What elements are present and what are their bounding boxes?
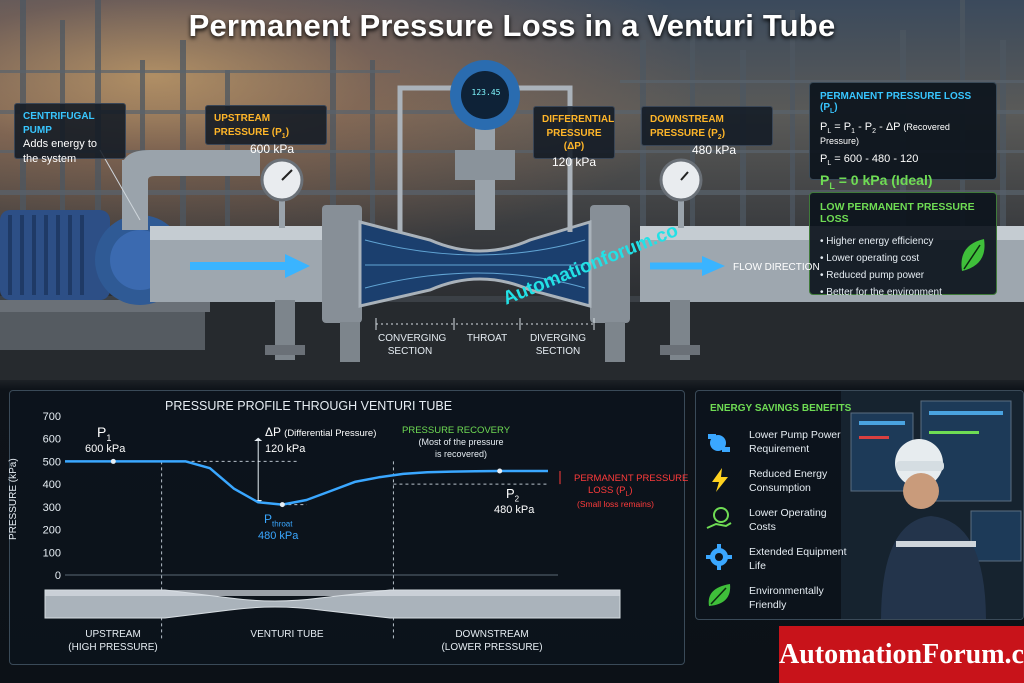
leaf-icon — [961, 239, 985, 271]
pump-icon — [708, 434, 730, 452]
benefits-head: ENERGY SAVINGS BENEFITS — [710, 403, 852, 414]
leaf-icon — [708, 584, 731, 606]
callout-upstream-pressure: UPSTREAM PRESSURE (P1) 600 kPa — [205, 105, 327, 156]
chart-p2-value: 480 kPa — [494, 504, 535, 516]
y-tick-label: 200 — [43, 525, 61, 537]
region-downstream-label: DOWNSTREAM(LOWER PRESSURE) — [441, 629, 543, 653]
callout-differential-pressure: DIFFERENTIAL PRESSURE (ΔP) 120 kPa — [533, 106, 615, 169]
callout-upstream-head: UPSTREAM PRESSURE (P1) — [214, 113, 290, 140]
low-loss-item-3: • Reduced pump power — [820, 270, 925, 281]
chart-pthroat-value: 480 kPa — [258, 530, 299, 542]
y-tick-label: 0 — [55, 570, 61, 582]
callout-pump-line-1: Adds energy to — [23, 138, 97, 150]
control-room-operator-illustration — [841, 391, 1023, 619]
venturi-tube-drawing — [44, 589, 621, 619]
chart-dp-label: ΔP (Differential Pressure) — [265, 425, 377, 439]
low-loss-item-1: • Higher energy efficiency — [820, 236, 934, 247]
chart-p2-label: P2 — [506, 486, 520, 504]
lightning-icon — [712, 468, 728, 492]
throat-marker — [279, 502, 285, 508]
pressure-curve — [65, 460, 548, 506]
brand-banner: AutomationForum.co — [779, 626, 1024, 683]
y-tick-label: 500 — [43, 456, 61, 468]
callout-dp-value: 120 kPa — [551, 154, 597, 169]
region-venturi-label: VENTURI TUBE — [250, 629, 324, 640]
callout-upstream-value: 600 kPa — [250, 141, 295, 156]
chart-title: PRESSURE PROFILE THROUGH VENTURI TUBE — [165, 399, 453, 413]
callout-pump-line-2: the system — [23, 152, 77, 165]
venturi-tube-highlight — [45, 590, 620, 596]
y-tick-label: 600 — [43, 434, 61, 446]
region-upstream-label: UPSTREAM(HIGH PRESSURE) — [68, 629, 158, 653]
chart-ppl-note: (Small loss remains) — [577, 499, 654, 509]
callout-centrifugal-pump: CENTRIFUGAL PUMP Adds energy to the syst… — [14, 103, 126, 165]
y-tick-label: 700 — [43, 411, 61, 423]
callout-downstream-value: 480 kPa — [692, 142, 737, 157]
callout-dp-head-2: PRESSURE (ΔP) — [546, 127, 602, 153]
p2-marker — [497, 468, 503, 474]
p1-marker — [110, 458, 116, 464]
ppl-panel-head: PERMANENT PRESSURE LOSS (PL) — [820, 91, 972, 115]
flow-direction-label: FLOW DIRECTION — [733, 262, 820, 273]
callout-downstream-head: DOWNSTREAM PRESSURE (P2) — [650, 114, 726, 141]
callout-dp-head-1: DIFFERENTIAL — [542, 114, 615, 125]
transmitter-display: 123.45 — [471, 88, 501, 97]
chart-p1-value: 600 kPa — [85, 443, 126, 455]
y-tick-label: 400 — [43, 479, 61, 491]
page-title: Permanent Pressure Loss in a Venturi Tub… — [188, 8, 836, 43]
callout-downstream-pressure: DOWNSTREAM PRESSURE (P2) 480 kPa — [641, 106, 773, 157]
callout-pump-head: CENTRIFUGAL PUMP — [23, 111, 95, 136]
chart-recovery-head: PRESSURE RECOVERY — [402, 425, 511, 436]
section-dimension-lines — [375, 318, 595, 330]
ppl-equation-3: PL = 0 kPa (Ideal) — [820, 172, 933, 192]
low-loss-panel: LOW PERMANENT PRESSURE LOSS • Higher ene… — [809, 192, 997, 298]
pressure-profile-chart-panel — [9, 390, 685, 665]
money-hand-icon — [706, 507, 732, 529]
ppl-equation-1: PL = P1 - P2 - ΔP (Recovered Pressure) — [820, 121, 950, 147]
low-loss-item-4: • Better for the environment — [820, 287, 942, 298]
low-loss-head: LOW PERMANENT PRESSURE LOSS — [820, 201, 975, 225]
gear-icon — [706, 544, 732, 570]
y-tick-label: 100 — [43, 547, 61, 559]
gauge-faces — [99, 149, 689, 221]
chart-pthroat-label: Pthroat — [264, 512, 293, 529]
permanent-pressure-loss-panel: PERMANENT PRESSURE LOSS (PL) PL = P1 - P… — [809, 82, 997, 191]
throat-label: THROAT — [466, 333, 508, 344]
chart-p1-label: P1 — [97, 424, 112, 443]
dp-arrowhead-top — [254, 437, 263, 441]
energy-benefits-panel: ENERGY SAVINGS BENEFITS — [695, 390, 1024, 620]
ppl-equation-2: PL = 600 - 480 - 120 — [820, 153, 919, 168]
y-tick-label: 300 — [43, 502, 61, 514]
chart-dp-value: 120 kPa — [265, 443, 306, 455]
low-loss-item-2: • Lower operating cost — [820, 253, 920, 264]
